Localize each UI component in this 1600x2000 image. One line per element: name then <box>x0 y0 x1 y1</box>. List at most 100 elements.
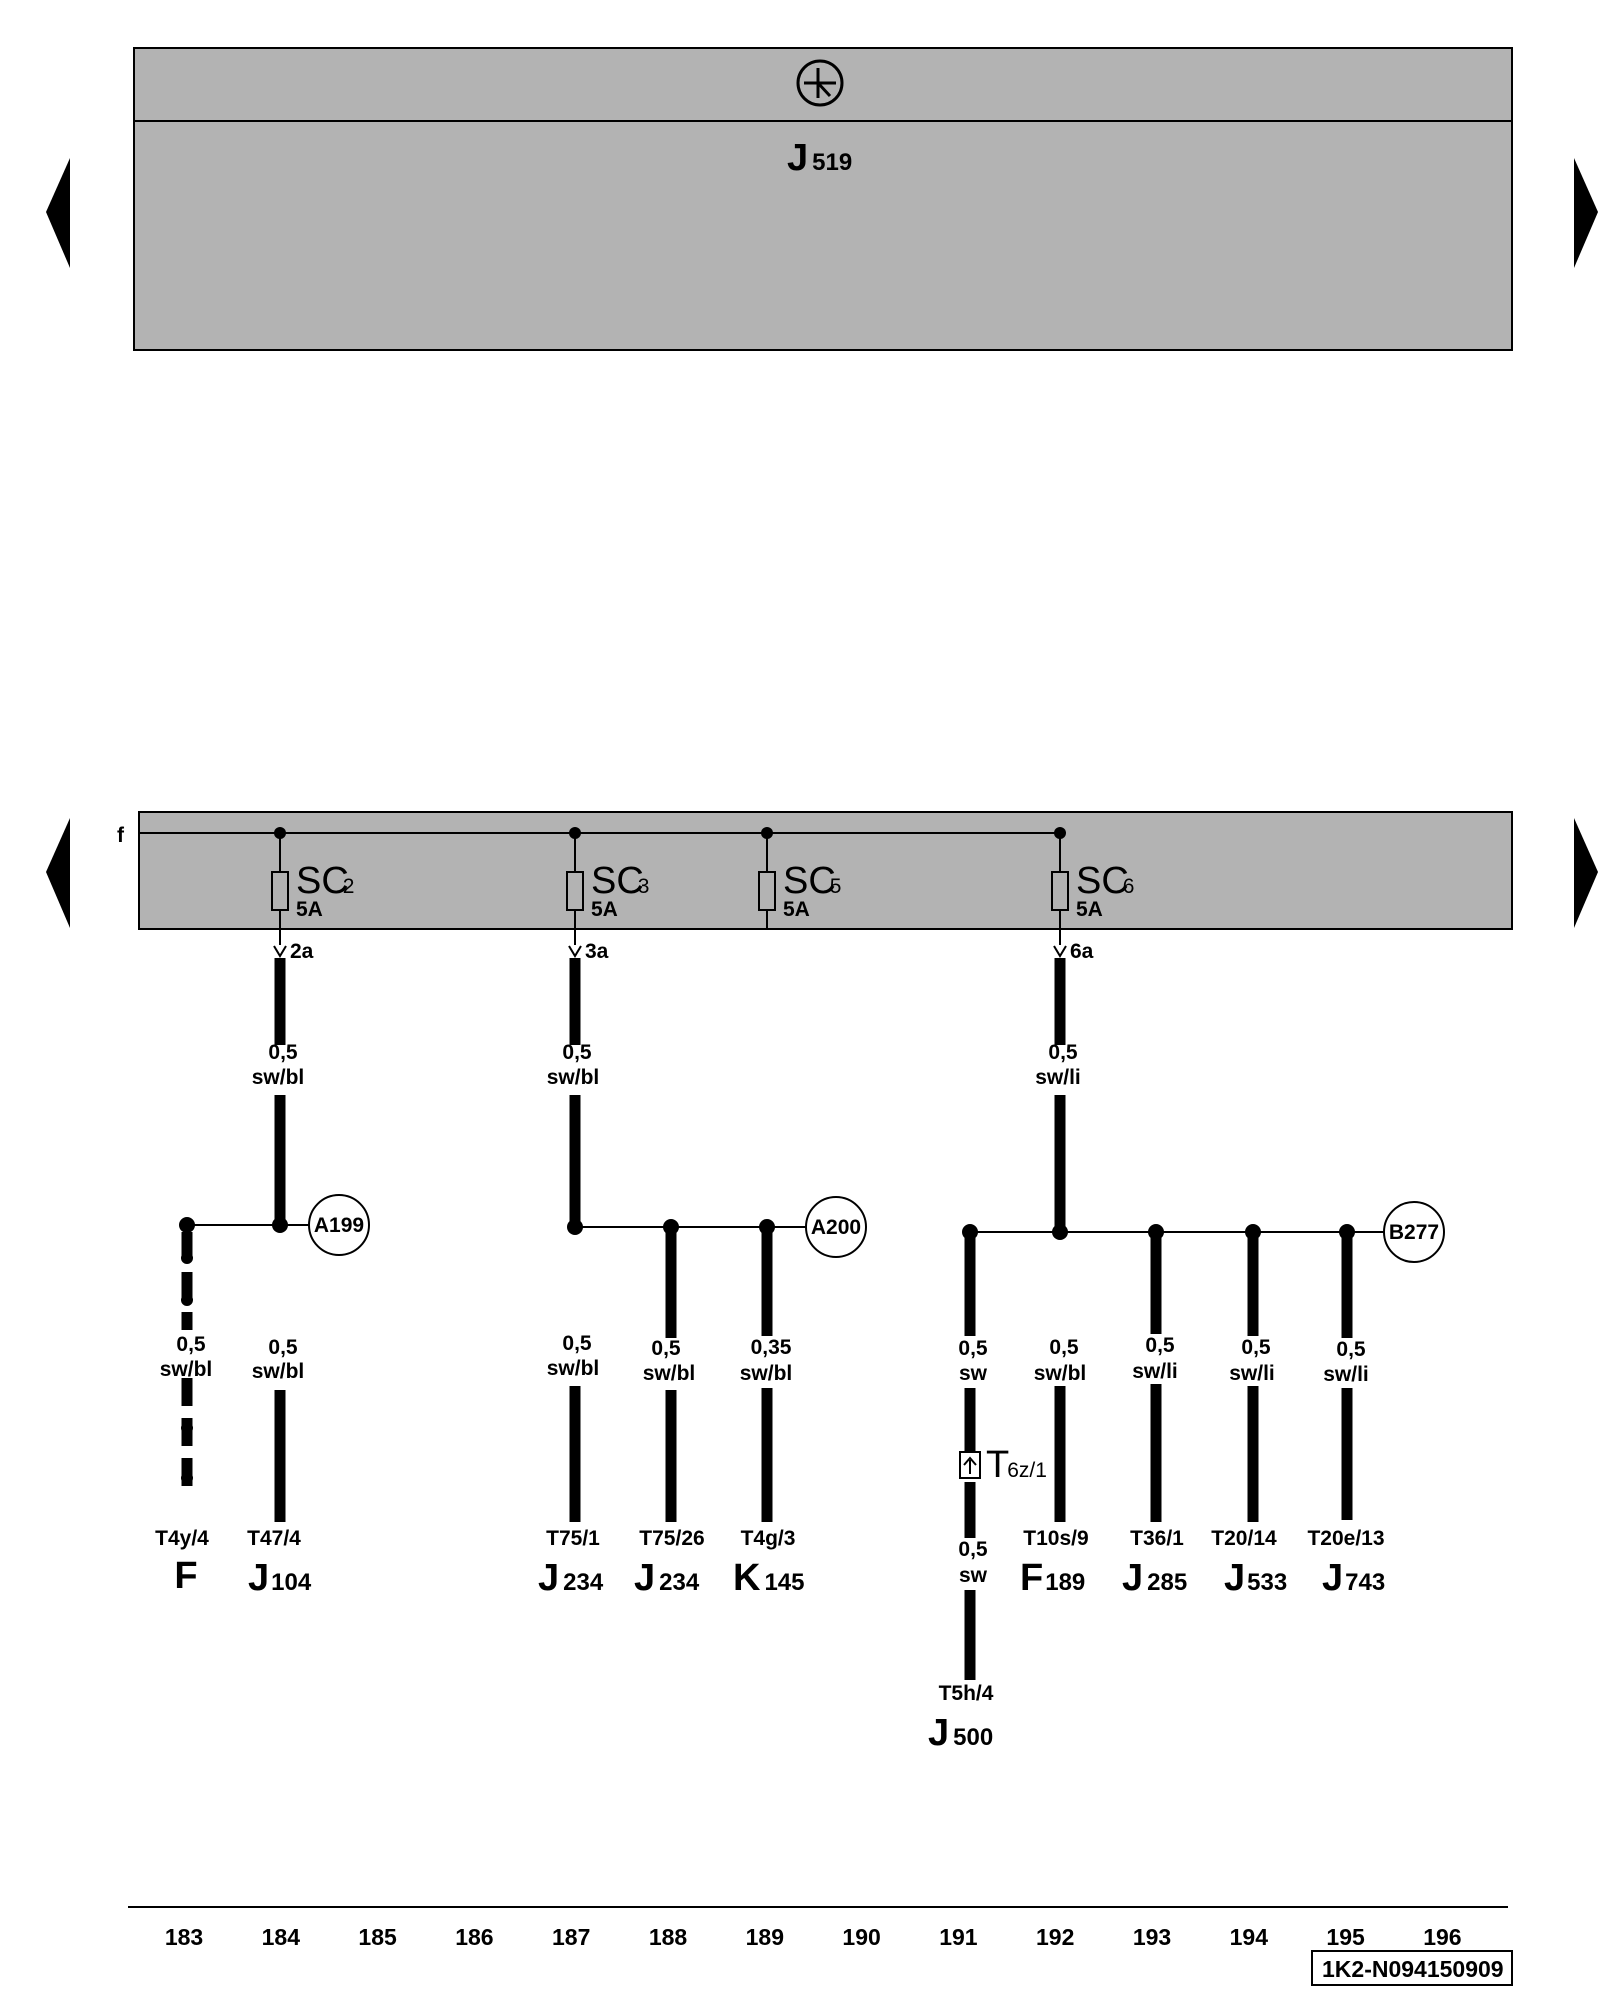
svg-text:T20/14: T20/14 <box>1211 1527 1277 1550</box>
svg-text:T20e/13: T20e/13 <box>1307 1527 1384 1550</box>
inline-connector-label: T6z/1 <box>986 1444 1047 1486</box>
axis-number: 189 <box>746 1924 784 1950</box>
axis-number: 188 <box>649 1924 688 1950</box>
svg-text:0,5: 0,5 <box>562 1332 592 1355</box>
svg-text:J104: J104 <box>248 1557 312 1599</box>
svg-text:SC5: SC5 <box>783 860 841 902</box>
axis-number: 191 <box>939 1924 978 1950</box>
feed-wire-color: sw/li <box>1035 1066 1081 1089</box>
svg-text:0,5: 0,5 <box>1145 1334 1175 1357</box>
junction-b277 <box>1383 1201 1445 1263</box>
arrow-right-icon[interactable] <box>1574 158 1598 268</box>
axis-number: 195 <box>1326 1924 1365 1950</box>
svg-text:0,5: 0,5 <box>1336 1338 1366 1361</box>
fuse-icon <box>566 871 584 911</box>
feed-wire-color: sw/bl <box>547 1066 600 1089</box>
ground-circle-icon <box>796 59 844 107</box>
inline-connector-icon <box>959 1451 981 1479</box>
junction-b277-label: B277 <box>1389 1221 1439 1244</box>
svg-text:sw/bl: sw/bl <box>160 1358 213 1381</box>
svg-text:T47/4: T47/4 <box>247 1527 301 1550</box>
svg-text:sw/bl: sw/bl <box>252 1360 305 1383</box>
svg-text:SC3: SC3 <box>591 860 649 902</box>
svg-text:sw/bl: sw/bl <box>1034 1362 1087 1385</box>
doc-id: 1K2-N094150909 <box>1322 1956 1504 1982</box>
svg-text:J533: J533 <box>1224 1557 1287 1599</box>
svg-text:0,5: 0,5 <box>651 1337 681 1360</box>
branch-j533: 0,5 sw/li T20/14 J533 <box>1211 1238 1287 1599</box>
fuse-icon <box>758 871 776 911</box>
axis-number: 192 <box>1036 1924 1074 1950</box>
feed-wire-size: 0,5 <box>268 1041 298 1064</box>
axis-number: 183 <box>165 1924 203 1950</box>
feed-wire-size: 0,5 <box>1048 1041 1078 1064</box>
axis-number: 187 <box>552 1924 590 1950</box>
feed-wire-color: sw/bl <box>252 1066 305 1089</box>
svg-text:0,5: 0,5 <box>958 1337 988 1360</box>
axis-number: 196 <box>1423 1924 1461 1950</box>
feed-wire-size: 0,5 <box>562 1041 592 1064</box>
arrow-right-icon[interactable] <box>1574 818 1598 928</box>
svg-text:0,5: 0,5 <box>1049 1336 1079 1359</box>
svg-text:0,35: 0,35 <box>751 1336 792 1359</box>
axis-number: 185 <box>358 1924 397 1950</box>
junction-a199 <box>308 1194 370 1256</box>
svg-text:sw/li: sw/li <box>1132 1360 1178 1383</box>
svg-text:T5h/4: T5h/4 <box>939 1682 994 1705</box>
lower-wire-color: sw <box>959 1564 988 1587</box>
svg-text:SC6: SC6 <box>1076 860 1134 902</box>
svg-text:T75/26: T75/26 <box>639 1527 704 1550</box>
fuse-icon <box>271 871 289 911</box>
svg-text:5A: 5A <box>783 898 810 921</box>
svg-text:T75/1: T75/1 <box>546 1527 600 1550</box>
svg-text:F189: F189 <box>1020 1557 1085 1599</box>
svg-text:T10s/9: T10s/9 <box>1023 1527 1088 1550</box>
top-module-code: J <box>787 137 808 179</box>
junction-a200-label: A200 <box>811 1216 861 1239</box>
svg-text:5A: 5A <box>296 898 323 921</box>
svg-text:0,5: 0,5 <box>268 1336 298 1359</box>
svg-text:6a: 6a <box>1070 940 1094 963</box>
axis-number: 194 <box>1230 1924 1269 1950</box>
arrow-left-icon[interactable] <box>46 158 70 268</box>
fuse-sc3: SC3 5A 3a <box>566 827 649 963</box>
svg-text:5A: 5A <box>591 898 618 921</box>
svg-text:F: F <box>174 1555 197 1597</box>
branch-f189: 0,5 sw/bl T10s/9 F189 <box>1020 1336 1089 1599</box>
fuse-sc2: SC2 5A 2a <box>271 827 354 963</box>
fuse-sc6: SC6 5A 6a <box>1051 827 1134 963</box>
svg-text:0,5: 0,5 <box>1241 1336 1271 1359</box>
branch-j743: 0,5 sw/li T20e/13 J743 <box>1307 1238 1385 1599</box>
doc-id-box: 1K2-N094150909 <box>1311 1950 1513 1986</box>
branch-f: 0,5 sw/bl T4y/4 F <box>155 1232 212 1597</box>
svg-text:J743: J743 <box>1322 1557 1385 1599</box>
junction-a200 <box>805 1196 867 1258</box>
arrow-left-icon[interactable] <box>46 818 70 928</box>
svg-text:sw/bl: sw/bl <box>643 1362 696 1385</box>
branch-j104: 0,5 sw/bl T47/4 J104 <box>247 1336 312 1599</box>
svg-text:T4g/3: T4g/3 <box>741 1527 796 1550</box>
svg-text:sw/bl: sw/bl <box>740 1362 793 1385</box>
svg-text:0,5: 0,5 <box>176 1333 206 1356</box>
svg-text:5A: 5A <box>1076 898 1103 921</box>
junction-a199-label: A199 <box>314 1214 364 1237</box>
top-module-number: 519 <box>812 149 852 176</box>
svg-text:sw/li: sw/li <box>1229 1362 1275 1385</box>
axis-number: 186 <box>455 1924 493 1950</box>
svg-text:2a: 2a <box>290 940 314 963</box>
axis-number: 193 <box>1133 1924 1171 1950</box>
axis-number: 190 <box>842 1924 880 1950</box>
